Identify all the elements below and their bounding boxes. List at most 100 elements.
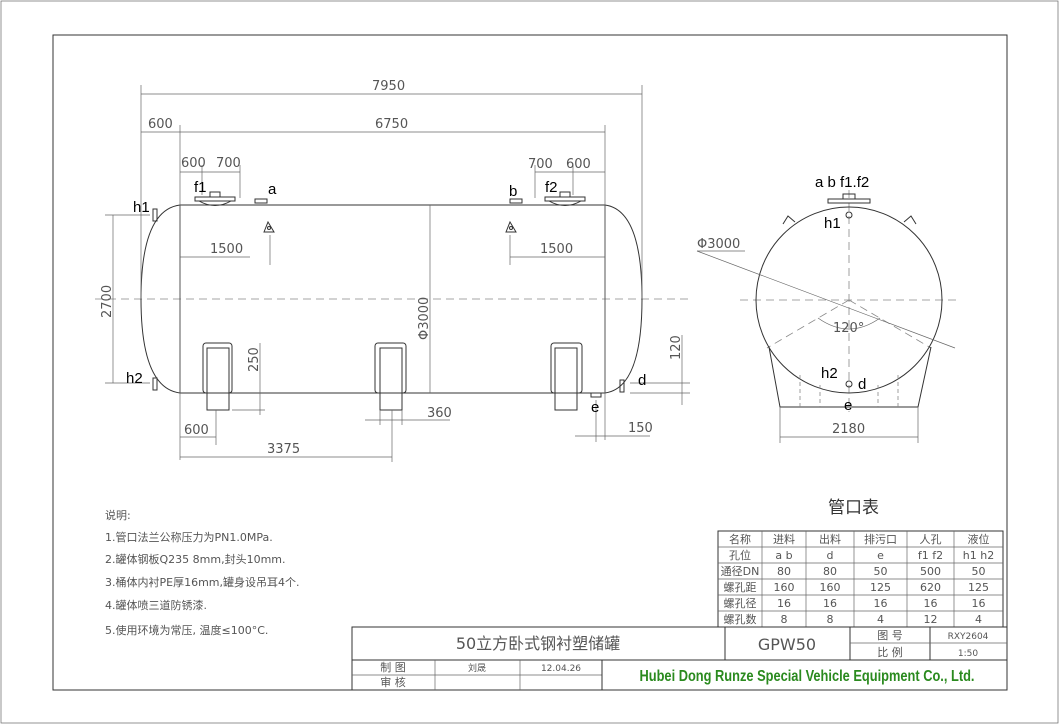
drawn-label: 制 图 bbox=[380, 661, 406, 674]
table-cell: 出料 bbox=[819, 532, 841, 546]
check-label: 审 核 bbox=[380, 675, 406, 689]
dim-f1-offset: 600 bbox=[181, 156, 206, 171]
nozzle-b bbox=[509, 198, 523, 204]
end-angle: 120° bbox=[833, 321, 864, 336]
table-row-header: 螺孔径 bbox=[724, 597, 757, 610]
drawing-no: RXY2604 bbox=[948, 632, 989, 642]
end-label-top: a b f1.f2 bbox=[815, 174, 869, 191]
dim-f2-offset: 600 bbox=[566, 157, 591, 172]
table-cell: 16 bbox=[874, 597, 888, 610]
table-cell: a b bbox=[775, 549, 792, 562]
nozzle-table-title: 管口表 bbox=[828, 498, 879, 518]
lifting-lug bbox=[505, 220, 517, 233]
table-cell: 8 bbox=[781, 613, 788, 626]
table-cell: 4 bbox=[975, 613, 982, 626]
table-row-header: 螺孔数 bbox=[724, 613, 757, 626]
table-cell: 160 bbox=[820, 581, 841, 594]
label-f1: f1 bbox=[194, 179, 207, 196]
dim-cylinder: 6750 bbox=[375, 117, 408, 132]
note-item: 5.使用环境为常压, 温度≤100°C. bbox=[105, 623, 268, 637]
table-cell: 16 bbox=[924, 597, 938, 610]
label-b: b bbox=[509, 183, 517, 200]
label-d: d bbox=[638, 372, 646, 389]
table-cell: 125 bbox=[870, 581, 891, 594]
table-cell: d bbox=[827, 549, 834, 562]
model-number: GPW50 bbox=[758, 635, 816, 654]
nozzle-h1 bbox=[845, 211, 853, 219]
note-item: 4.罐体喷三道防锈漆. bbox=[105, 598, 207, 612]
end-view: Φ3000 120° 2180 a b f1.f2 h1 h2 d e bbox=[696, 174, 958, 443]
end-diameter: Φ3000 bbox=[697, 237, 740, 252]
dim-e-offset: 150 bbox=[628, 421, 653, 436]
title-block: 50立方卧式钢衬塑储罐 GPW50 图 号 RXY2604 比 例 1:50 制… bbox=[351, 626, 1008, 691]
table-cell: 16 bbox=[777, 597, 791, 610]
table-cell: 50 bbox=[972, 565, 986, 578]
table-row-header: 螺孔距 bbox=[724, 581, 757, 594]
table-cell: 16 bbox=[972, 597, 986, 610]
nozzle-e bbox=[590, 392, 602, 398]
end-base-width: 2180 bbox=[832, 422, 865, 437]
dim-saddle-width: 360 bbox=[427, 406, 452, 421]
table-row-header: 通径DN bbox=[721, 565, 760, 578]
table-cell: 80 bbox=[823, 565, 837, 578]
table-cell: f1 f2 bbox=[918, 549, 943, 562]
table-cell: 16 bbox=[823, 597, 837, 610]
table-cell: 排污口 bbox=[864, 532, 897, 546]
notes: 说明: 1.管口法兰公称压力为PN1.0MPa. 2.罐体钢板Q235 8mm,… bbox=[105, 508, 300, 637]
nozzle-a bbox=[254, 198, 268, 204]
saddle bbox=[374, 342, 407, 411]
label-a: a bbox=[268, 181, 277, 198]
dim-h-span: 2700 bbox=[100, 285, 115, 318]
drawn-by: 刘晟 bbox=[468, 662, 486, 674]
table-cell: 50 bbox=[874, 565, 888, 578]
manhole-flange bbox=[827, 198, 871, 204]
table-cell: 80 bbox=[777, 565, 791, 578]
dim-head: 600 bbox=[148, 117, 173, 132]
manhole-f2 bbox=[544, 191, 586, 206]
table-cell: 人孔 bbox=[920, 533, 942, 546]
note-item: 3.桶体内衬PE厚16mm,罐身设吊耳4个. bbox=[105, 575, 300, 589]
note-item: 1.管口法兰公称压力为PN1.0MPa. bbox=[105, 530, 273, 544]
date: 12.04.26 bbox=[541, 664, 581, 674]
nozzle-d bbox=[619, 379, 625, 393]
label-h2: h2 bbox=[126, 370, 143, 387]
manhole-f1 bbox=[194, 191, 236, 206]
scale-label: 比 例 bbox=[877, 645, 903, 659]
end-label-h2: h2 bbox=[821, 365, 838, 382]
nozzle-h2 bbox=[845, 380, 853, 388]
table-cell: e bbox=[877, 549, 884, 562]
lifting-lug bbox=[782, 215, 796, 225]
dim-overall: 7950 bbox=[372, 79, 405, 94]
dim-saddle-height: 250 bbox=[247, 347, 262, 372]
company-name: Hubei Dong Runze Special Vehicle Equipme… bbox=[640, 668, 975, 685]
side-view: 7950 6750 600 600 700 700 600 1500 1500 … bbox=[95, 79, 690, 462]
dim-lug-right: 1500 bbox=[540, 242, 573, 257]
drawing-border bbox=[52, 34, 1008, 691]
note-item: 2.罐体钢板Q235 8mm,封头10mm. bbox=[105, 552, 286, 566]
table-cell: 进料 bbox=[773, 532, 795, 546]
tank-circle bbox=[755, 206, 943, 394]
dim-diameter: Φ3000 bbox=[417, 297, 432, 340]
saddle bbox=[550, 342, 583, 411]
end-label-e: e bbox=[844, 397, 852, 414]
table-cell: 500 bbox=[920, 565, 941, 578]
drawing-no-label: 图 号 bbox=[877, 629, 903, 642]
end-label-h1: h1 bbox=[824, 215, 841, 232]
table-cell: 4 bbox=[877, 613, 884, 626]
table-cell: 160 bbox=[774, 581, 795, 594]
lifting-lug bbox=[903, 215, 917, 225]
nozzle-h2 bbox=[152, 377, 158, 391]
table-row-header: 名称 bbox=[729, 532, 751, 546]
table-cell: 620 bbox=[920, 581, 941, 594]
nozzle-h1 bbox=[152, 208, 158, 222]
table-cell: 125 bbox=[968, 581, 989, 594]
saddle-support bbox=[768, 346, 932, 408]
dim-saddle-mid: 3375 bbox=[267, 442, 300, 457]
scale: 1:50 bbox=[958, 649, 978, 659]
dim-lug-left: 1500 bbox=[210, 242, 243, 257]
table-row-header: 孔位 bbox=[729, 548, 751, 562]
notes-title: 说明: bbox=[105, 508, 131, 522]
table-cell: 液位 bbox=[968, 532, 990, 546]
